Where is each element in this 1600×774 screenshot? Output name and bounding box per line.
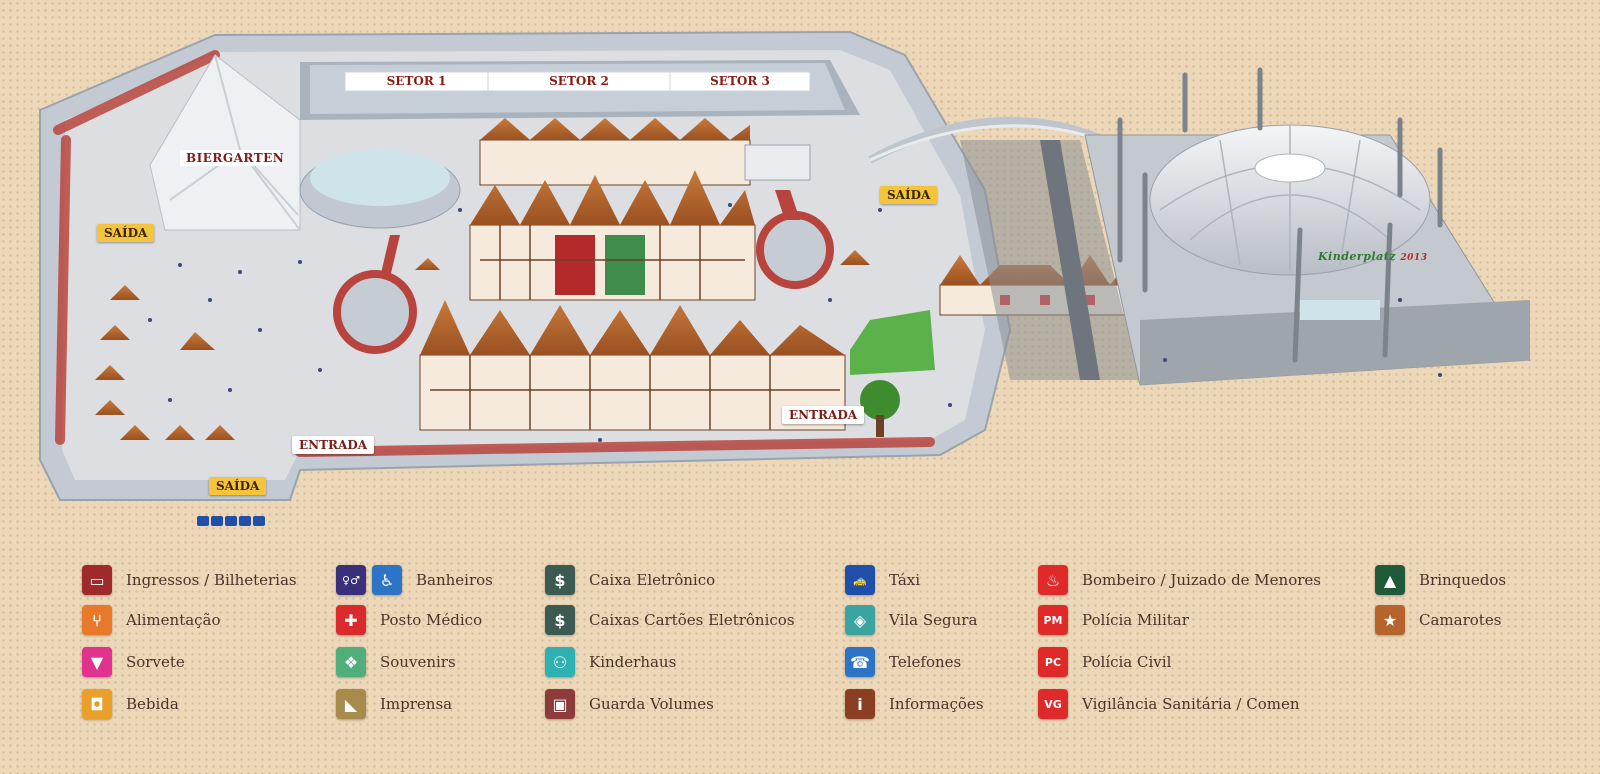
legend-label: Brinquedos: [1419, 571, 1507, 589]
exit-right-label: SAÍDA: [880, 186, 938, 204]
biergarten-label: BIERGARTEN: [186, 151, 285, 165]
camera-icon: ◣: [336, 689, 366, 719]
legend-item: ✚ Posto Médico: [336, 604, 482, 636]
legend-item: ▣ Guarda Volumes: [545, 688, 714, 720]
legend-item: 🚕 Táxi: [845, 564, 920, 596]
legend-item: VG Vigilância Sanitária / Comen: [1038, 688, 1300, 720]
taxi-icon: 🚕: [845, 565, 875, 595]
roundabout-right: [756, 211, 834, 289]
medical-cross-icon: ✚: [336, 605, 366, 635]
atm-icon: $: [545, 565, 575, 595]
family-icon: ⚇: [545, 647, 575, 677]
ticket-icon: ▭: [82, 565, 112, 595]
civil-police-icon: PC: [1038, 647, 1068, 677]
legend-item: ▭ Ingressos / Bilheterias: [82, 564, 297, 596]
legend-label: Vila Segura: [889, 611, 978, 629]
legend-label: Caixa Eletrônico: [589, 571, 716, 589]
entrance-left-label: ENTRADA: [292, 436, 375, 454]
spires: [1117, 67, 1443, 363]
kinderplatz-year: 2013: [1400, 253, 1428, 263]
legend-label: Posto Médico: [380, 611, 483, 629]
legend-label: Bombeiro / Juizado de Menores: [1082, 571, 1321, 589]
mug-icon: ◘: [82, 689, 112, 719]
sector-2-label: SETOR 2: [549, 74, 609, 88]
map-legend: ▭ Ingressos / Bilheterias ⑂ Alimentação ▼ Sor…: [0, 560, 1600, 760]
military-police-icon: PM: [1038, 605, 1068, 635]
gift-icon: ❖: [336, 647, 366, 677]
kinderplatz-building: [1084, 124, 1531, 386]
legend-item: PC Polícia Civil: [1038, 646, 1171, 678]
kinderplatz-name: Kinderplatz: [1318, 250, 1397, 263]
info-icon: i: [845, 689, 875, 719]
legend-label: Alimentação: [126, 611, 221, 629]
map-illustration: [39, 30, 1531, 526]
roundabout-left: [333, 270, 417, 354]
legend-label: Táxi: [889, 571, 921, 589]
legend-item: ⑂ Alimentação: [82, 604, 221, 636]
legend-label: Banheiros: [416, 571, 493, 589]
legend-item: ♀♂♿ Banheiros: [336, 564, 493, 596]
sector-1-label: SETOR 1: [386, 74, 447, 88]
crowd: [148, 203, 1442, 442]
legend-label: Polícia Militar: [1082, 611, 1189, 629]
legend-item: ⚇ Kinderhaus: [545, 646, 676, 678]
taxi-stand: [197, 516, 265, 526]
biergarten-tent: [149, 54, 301, 231]
locker-icon: ▣: [545, 689, 575, 719]
legend-item: ❖ Souvenirs: [336, 646, 456, 678]
exit-bottom-label: SAÍDA: [209, 477, 267, 495]
bridge-arch: [868, 116, 1117, 164]
legend-label: Sorvete: [126, 653, 185, 671]
legend-item: ♨ Bombeiro / Juizado de Menores: [1038, 564, 1321, 596]
entrance-center-label: ENTRADA: [782, 406, 865, 424]
legend-item: $ Caixa Eletrônico: [545, 564, 715, 596]
legend-label: Souvenirs: [380, 653, 456, 671]
legend-label: Bebida: [126, 695, 179, 713]
legend-item: ◈ Vila Segura: [845, 604, 977, 636]
legend-label: Camarotes: [1419, 611, 1502, 629]
restroom-icon: ♀♂: [336, 565, 366, 595]
legend-item: ▼ Sorvete: [82, 646, 185, 678]
legend-item: ▲ Brinquedos: [1375, 564, 1506, 596]
legend-item: ★ Camarotes: [1375, 604, 1501, 636]
legend-label: Telefones: [889, 653, 962, 671]
legend-item: ◘ Bebida: [82, 688, 179, 720]
legend-item: PM Polícia Militar: [1038, 604, 1189, 636]
firefighter-icon: ♨: [1038, 565, 1068, 595]
perimeter-path: [53, 50, 935, 457]
tree-toy-icon: ▲: [1375, 565, 1405, 595]
security-shield-icon: ◈: [845, 605, 875, 635]
sector-3-label: SETOR 3: [710, 74, 770, 88]
fork-knife-icon: ⑂: [82, 605, 112, 635]
legend-item: $ Caixas Cartões Eletrônicos: [545, 604, 795, 636]
ice-cream-icon: ▼: [82, 647, 112, 677]
village-buildings-center: [469, 170, 756, 301]
tree: [860, 380, 900, 420]
legend-item: ☎ Telefones: [845, 646, 961, 678]
legend-label: Informações: [889, 695, 984, 713]
legend-label: Kinderhaus: [589, 653, 677, 671]
legend-item: i Informações: [845, 688, 984, 720]
legend-label: Imprensa: [380, 695, 453, 713]
card-machine-icon: $: [545, 605, 575, 635]
legend-label: Guarda Volumes: [589, 695, 714, 713]
festival-map: SETOR 1 SETOR 2 SETOR 3 BIERGARTEN SAÍDA…: [39, 30, 1531, 526]
kinderplatz-sign: Kinderplatz 2013: [1318, 250, 1427, 263]
exit-left-label: SAÍDA: [97, 224, 155, 242]
legend-label: Ingressos / Bilheterias: [126, 571, 297, 589]
legend-label: Vigilância Sanitária / Comen: [1082, 695, 1300, 713]
sanitary-icon: VG: [1038, 689, 1068, 719]
legend-label: Polícia Civil: [1082, 653, 1172, 671]
left-stalls: [95, 250, 870, 440]
legend-label: Caixas Cartões Eletrônicos: [589, 611, 795, 629]
phone-icon: ☎: [845, 647, 875, 677]
star-icon: ★: [1375, 605, 1405, 635]
village-buildings-bottom: [419, 300, 846, 431]
wheelchair-icon: ♿: [372, 565, 402, 595]
village-buildings-top: [479, 118, 811, 186]
legend-item: ◣ Imprensa: [336, 688, 452, 720]
